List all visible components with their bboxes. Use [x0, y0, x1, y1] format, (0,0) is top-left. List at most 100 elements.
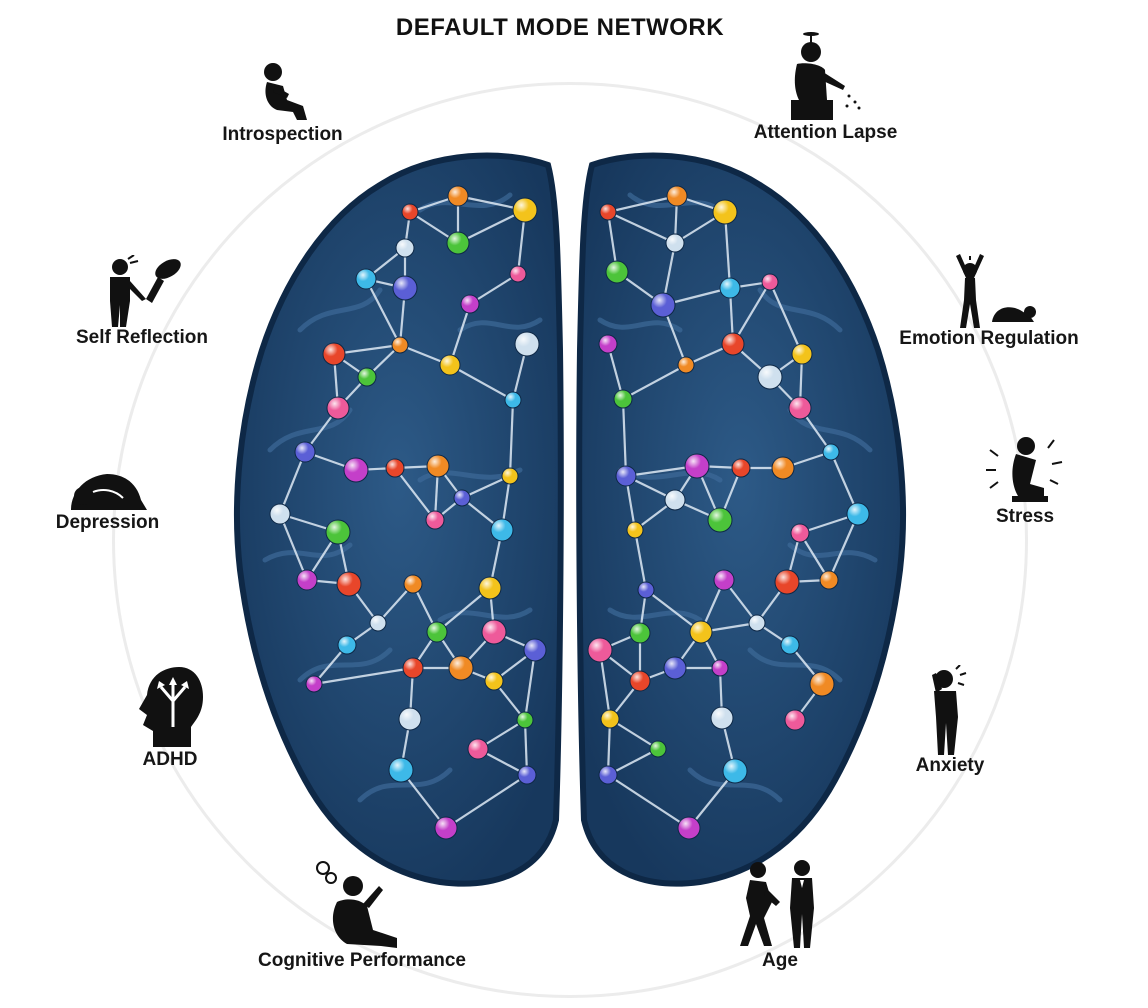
network-node-shine — [306, 676, 322, 692]
network-node-shine — [713, 200, 737, 224]
brain-fold — [607, 607, 703, 623]
network-node-shine — [758, 365, 782, 389]
network-node-shine — [732, 459, 750, 477]
network-node-shine — [396, 239, 414, 257]
network-node-shine — [297, 570, 317, 590]
anxiety-label: Anxiety — [915, 755, 985, 776]
network-node-shine — [403, 658, 423, 678]
network-node-shine — [327, 397, 349, 419]
network-edge — [445, 774, 528, 829]
network-node-shine — [708, 508, 732, 532]
brain-fold — [787, 542, 878, 563]
network-edge — [523, 649, 537, 721]
network-node-shine — [485, 672, 503, 690]
network-node-shine — [714, 570, 734, 590]
seated-distracted-person-icon — [790, 32, 860, 120]
adhd-item: ADHD — [120, 665, 220, 771]
network-node-shine — [781, 636, 799, 654]
network-node-shine — [599, 335, 617, 353]
network-node-shine — [447, 232, 469, 254]
network-edge — [827, 513, 860, 581]
emotion-regulation-item: Emotion Regulation — [875, 252, 1103, 350]
network-node-shine — [323, 343, 345, 365]
brain-fold — [297, 647, 393, 683]
age-label: Age — [762, 950, 798, 971]
brain-fold — [687, 767, 783, 803]
brain-fold — [357, 767, 453, 803]
network-node-shine — [772, 457, 794, 479]
network-node-shine — [344, 458, 368, 482]
network-node-shine — [524, 639, 546, 661]
network-node-shine — [651, 293, 675, 317]
network-node-shine — [392, 337, 408, 353]
network-node-shine — [454, 490, 470, 506]
network-node-shine — [599, 766, 617, 784]
network-edge — [449, 364, 514, 401]
network-node-shine — [513, 198, 537, 222]
network-node-shine — [435, 817, 457, 839]
background-ring — [112, 82, 1028, 998]
stress-item: Stress — [970, 430, 1080, 528]
network-node-shine — [461, 295, 479, 313]
cognitive-performance-label: Cognitive Performance — [258, 950, 466, 971]
network-node-shine — [393, 276, 417, 300]
network-node-shine — [389, 758, 413, 782]
old-and-young-person-icon — [740, 860, 814, 948]
network-node-shine — [650, 741, 666, 757]
left-hemisphere — [233, 152, 564, 887]
network-edge — [607, 774, 690, 829]
anxiety-item: Anxiety — [895, 665, 1005, 777]
network-node-shine — [823, 444, 839, 460]
network-edge — [606, 343, 625, 400]
network-node-shine — [402, 204, 418, 220]
network-edge — [645, 589, 702, 633]
network-node-shine — [600, 204, 616, 220]
anxious-person-icon — [932, 665, 967, 755]
network-node-shine — [667, 186, 687, 206]
network-edge — [278, 513, 309, 581]
network-edge — [621, 398, 628, 477]
network-node-shine — [510, 266, 526, 282]
network-node-shine — [356, 269, 376, 289]
network-edge — [622, 364, 687, 400]
network-node-shine — [326, 520, 350, 544]
network-node-shine — [630, 623, 650, 643]
network-node-shine — [775, 570, 799, 594]
introspection-item: Introspection — [195, 60, 370, 146]
depression-label: Depression — [55, 512, 160, 533]
network-node-shine — [616, 466, 636, 486]
network-node-shine — [762, 274, 778, 290]
network-node-shine — [270, 504, 290, 524]
network-node-shine — [449, 656, 473, 680]
network-node-shine — [792, 344, 812, 364]
network-edge — [365, 278, 401, 346]
curled-up-person-icon — [70, 474, 147, 510]
network-node-shine — [820, 571, 838, 589]
network-node-shine — [358, 368, 376, 386]
crouching-person-icon — [263, 63, 307, 120]
network-node-shine — [502, 468, 518, 484]
network-edge — [448, 303, 472, 366]
brain-fold — [457, 317, 543, 333]
head-with-arrows-icon — [139, 667, 203, 747]
network-edge — [394, 467, 436, 521]
depression-item: Depression — [40, 462, 175, 534]
network-node-shine — [601, 710, 619, 728]
stress-label: Stress — [995, 506, 1055, 527]
network-node-shine — [789, 397, 811, 419]
network-edge — [633, 529, 648, 591]
network-edge — [607, 211, 676, 244]
network-node-shine — [468, 739, 488, 759]
network-node-shine — [630, 671, 650, 691]
network-node-shine — [666, 234, 684, 252]
network-node-shine — [749, 615, 765, 631]
network-node-shine — [678, 817, 700, 839]
excited-and-collapsed-person-icon — [956, 254, 1036, 328]
network-node-shine — [614, 390, 632, 408]
network-node-shine — [678, 357, 694, 373]
brain-fold — [297, 287, 383, 333]
network-node-shine — [517, 712, 533, 728]
network-edge — [732, 281, 771, 345]
network-node-shine — [440, 355, 460, 375]
